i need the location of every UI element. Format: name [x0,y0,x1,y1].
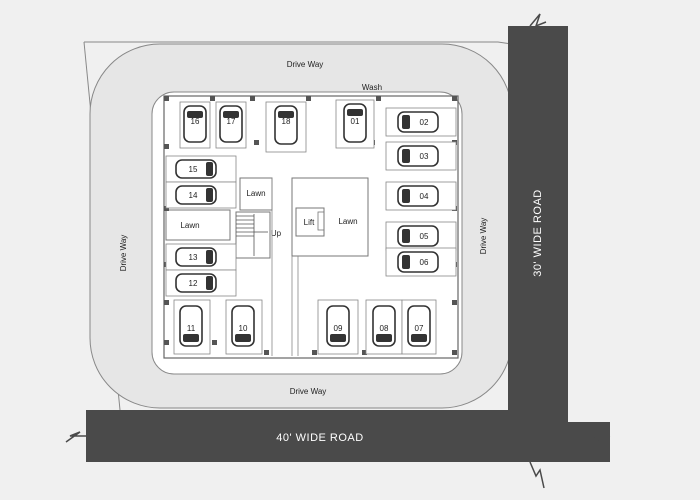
slot-number: 01 [351,117,360,126]
lawn-left-block [165,209,231,241]
lift-label: Lift [304,218,315,227]
slot-number: 08 [380,324,389,333]
driveway-label-right: Drive Way [479,218,488,255]
lawn-small-block [239,177,273,211]
road-break-right [590,435,611,445]
road-label-bottom: 40' WIDE ROAD [276,432,363,444]
road-break-bottom [529,461,545,489]
slot-number: 04 [420,192,429,201]
driveway-label-top: Drive Way [287,60,324,69]
road-break-left [65,431,86,443]
slot-number: 14 [189,191,198,200]
slot-number: 15 [189,165,198,174]
slot-number: 06 [420,258,429,267]
parking-slot: 02 [385,107,457,137]
slot-number: 09 [334,324,343,333]
parking-slot: 07 [401,299,437,355]
driveway-label-left: Drive Way [119,235,128,272]
slot-number: 12 [189,279,198,288]
driveway-label-bottom: Drive Way [290,387,327,396]
road-label-right: 30' WIDE ROAD [532,189,544,276]
parking-slot: 15 [165,155,237,183]
slot-number: 13 [189,253,198,262]
slot-number: 17 [227,117,236,126]
parking-slot: 16 [179,101,211,149]
parking-slot: 09 [317,299,359,355]
parking-slot: 03 [385,141,457,171]
up-label: Up [271,229,282,238]
slot-number: 10 [239,324,248,333]
slot-number: 07 [415,324,424,333]
lawn-small-label: Lawn [246,189,265,198]
lawn-left-label: Lawn [180,221,199,230]
parking-slot: 05 [385,221,457,251]
plot-boundary [84,41,513,45]
parking-slot: 01 [335,99,375,149]
road-right [508,26,568,426]
parking-slot: 18 [265,101,307,153]
parking-slot: 04 [385,181,457,211]
parking-slot: 12 [165,269,237,297]
wash-label: Wash [362,83,382,92]
lift-shaft [317,211,325,231]
slot-number: 03 [420,152,429,161]
road-break-top [529,13,547,28]
parking-slot: 06 [385,247,457,277]
slot-number: 11 [187,324,196,333]
staircase [235,211,271,259]
slot-number: 16 [191,117,200,126]
parking-slot: 13 [165,243,237,271]
slot-number: 05 [420,232,429,241]
parking-slot: 11 [173,299,211,355]
lawn-center-label: Lawn [338,217,357,226]
parking-slot: 17 [215,101,247,149]
road-bottom [86,410,610,462]
slot-number: 18 [282,117,291,126]
parking-slot: 10 [225,299,263,355]
slot-number: 02 [420,118,429,127]
parking-slot: 08 [365,299,403,355]
parking-slot: 14 [165,181,237,209]
